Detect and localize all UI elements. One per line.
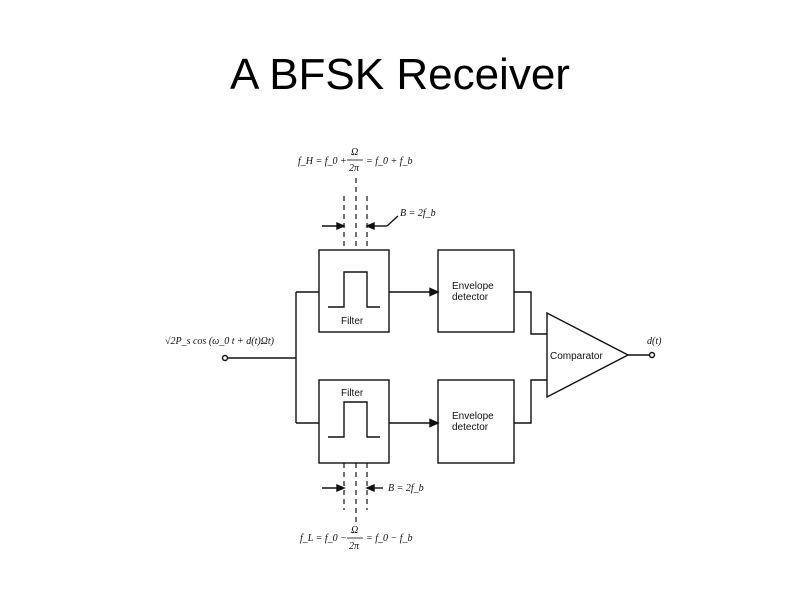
lower-bw-right-arrowhead [365, 483, 375, 493]
lower-filter-label: Filter [341, 388, 364, 399]
output-label: d(t) [647, 336, 662, 347]
upper-filter-passband [328, 271, 380, 308]
lower-filter-passband [328, 401, 380, 438]
lower-filter-box [318, 379, 390, 464]
lower-envelope-label-1: Envelope [452, 411, 494, 422]
upper-bandwidth-label: B = 2f_b [400, 208, 436, 219]
comparator-label: Comparator [550, 351, 603, 362]
input-terminal [221, 354, 229, 362]
lower-bw-left-arrowhead [336, 483, 346, 493]
lower-env-to-comparator [514, 379, 547, 424]
upper-envelope-box [437, 249, 515, 333]
upper-filter-label: Filter [341, 316, 364, 327]
upper-env-to-comparator [514, 291, 547, 335]
upper-bw-left-arrowhead [336, 221, 346, 231]
upper-freq-eq-left: f_H = f_0 + [298, 156, 347, 167]
lower-bandwidth-label: B = 2f_b [388, 483, 424, 494]
two-pi-lower: 2π [349, 541, 360, 552]
input-signal-label: √2P_s cos (ω_0 t + d(t)Ωt) [165, 336, 275, 347]
omega-lower: Ω [351, 525, 358, 536]
lower-envelope-label-2: detector [452, 422, 489, 433]
two-pi-upper: 2π [349, 163, 360, 174]
lower-envelope-box [437, 379, 515, 464]
upper-envelope-label-2: detector [452, 292, 489, 303]
lower-freq-eq-left: f_L = f_0 − [300, 533, 347, 544]
upper-filter-box [318, 249, 390, 333]
lower-freq-eq-right: = f_0 − f_b [366, 533, 413, 544]
lower-arrowhead [429, 418, 440, 428]
slide-title: A BFSK Receiver [230, 50, 570, 99]
output-terminal [648, 351, 656, 359]
omega-upper: Ω [351, 147, 358, 158]
upper-arrowhead [429, 287, 440, 297]
comparator-triangle [546, 311, 630, 399]
upper-envelope-label-1: Envelope [452, 281, 494, 292]
upper-freq-eq-right: = f_0 + f_b [366, 156, 413, 167]
upper-bw-right-arrowhead [365, 221, 375, 231]
upper-bw-leader [386, 215, 399, 227]
